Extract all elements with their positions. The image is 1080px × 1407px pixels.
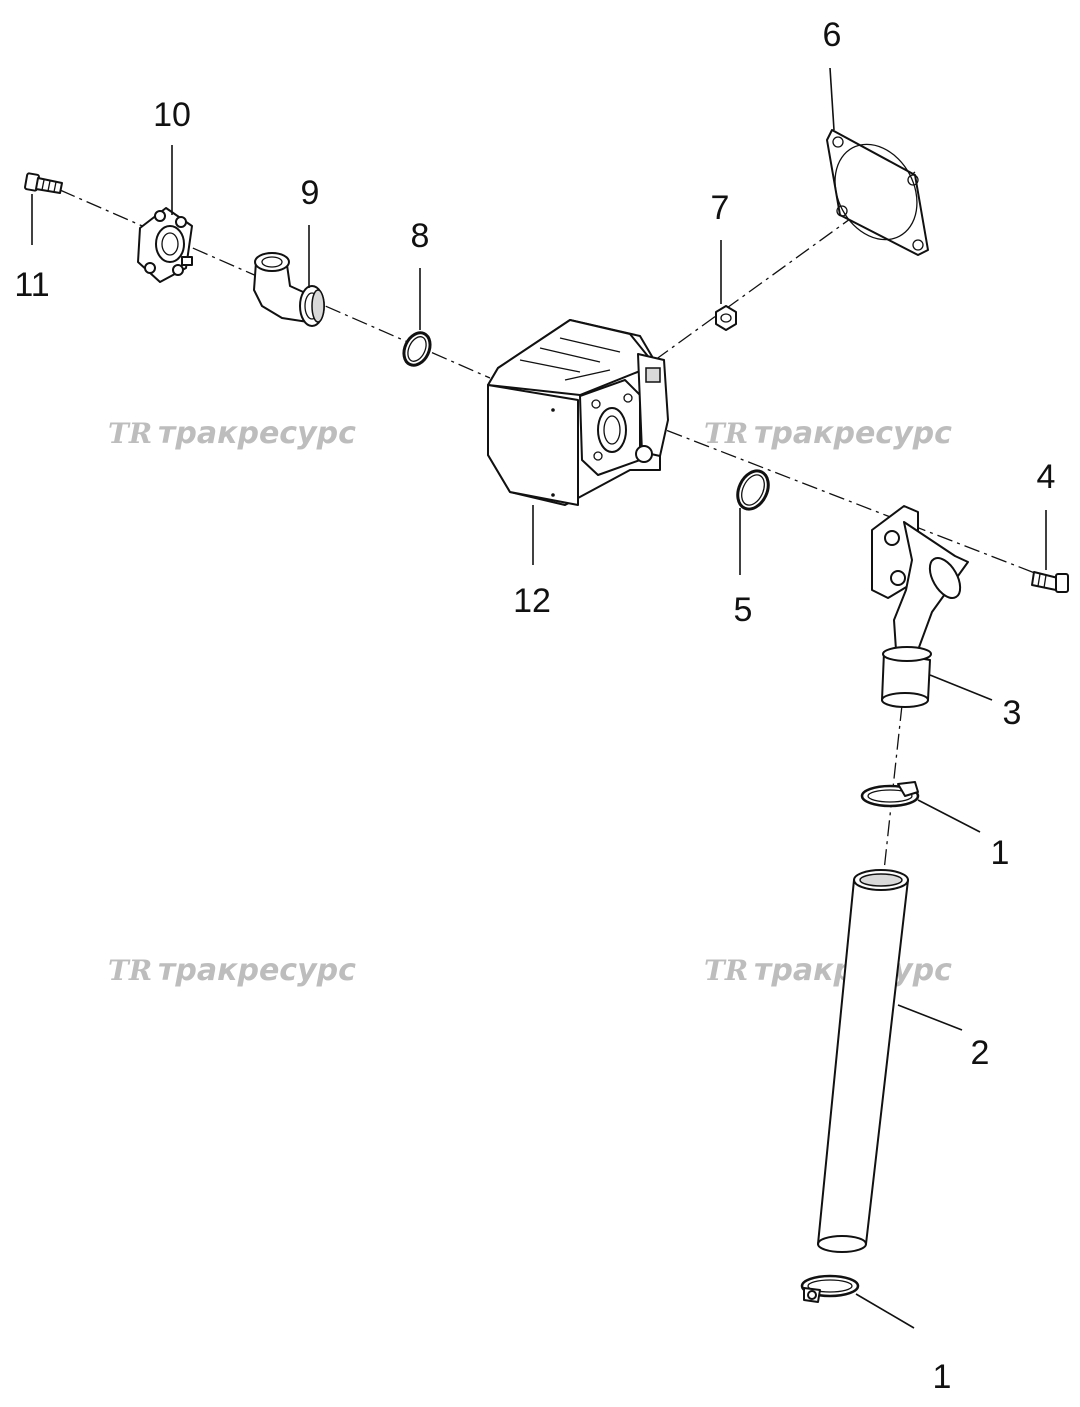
part-10-flange: [137, 207, 193, 283]
part-2-tube: [817, 869, 909, 1253]
watermark-logo: TR: [704, 954, 748, 987]
watermark-text: тракресурс: [754, 416, 952, 451]
part-1-clamp-upper: [860, 781, 920, 808]
part-11-bolt: [24, 172, 63, 194]
part-3-elbow-pipe: [871, 505, 969, 708]
callout-labels: 1 1 2 3 4 5 6 7 8 9 10 11 12: [14, 16, 1055, 1396]
watermark-logo: TR: [704, 417, 748, 450]
axis-main-right: [639, 419, 1041, 576]
callout-6: 6: [823, 16, 842, 54]
part-6-gasket: [826, 129, 929, 256]
callout-1-upper: 1: [991, 834, 1010, 872]
callout-5: 5: [734, 591, 753, 629]
callout-11: 11: [14, 266, 49, 304]
watermark-logo: TR: [108, 954, 152, 987]
watermark-logo: TR: [108, 417, 152, 450]
leader-6: [829, 67, 835, 131]
leader-2: [897, 1004, 963, 1031]
watermark-text: тракресурс: [158, 416, 356, 451]
leader-1-upper: [917, 799, 981, 833]
leader-1-lower: [855, 1293, 915, 1329]
callout-7: 7: [711, 189, 730, 227]
part-1-clamp-lower: [800, 1274, 860, 1303]
leader-lines: [31, 67, 1047, 1329]
callout-12: 12: [513, 582, 551, 620]
callout-1-lower: 1: [933, 1358, 952, 1396]
callout-10: 10: [153, 96, 191, 134]
part-8-o-ring: [402, 331, 432, 367]
leader-3: [929, 674, 993, 701]
callout-2: 2: [971, 1034, 990, 1072]
watermark-top-right: TR тракресурс: [704, 416, 952, 451]
part-4-bolt: [1031, 571, 1069, 593]
part-5-o-ring: [736, 469, 770, 511]
part-7-nut: [715, 305, 737, 331]
watermark-top-left: TR тракресурс: [108, 416, 356, 451]
callout-4: 4: [1037, 458, 1056, 496]
watermark-bottom-left: TR тракресурс: [108, 953, 356, 988]
callout-3: 3: [1003, 694, 1022, 732]
part-12-pump: [487, 319, 669, 506]
callout-8: 8: [411, 217, 430, 255]
watermark-text: тракресурс: [158, 953, 356, 988]
callout-9: 9: [301, 174, 320, 212]
watermark-bottom-right: TR тракресурс: [704, 953, 952, 988]
part-9-elbow-fitting: [253, 252, 325, 327]
